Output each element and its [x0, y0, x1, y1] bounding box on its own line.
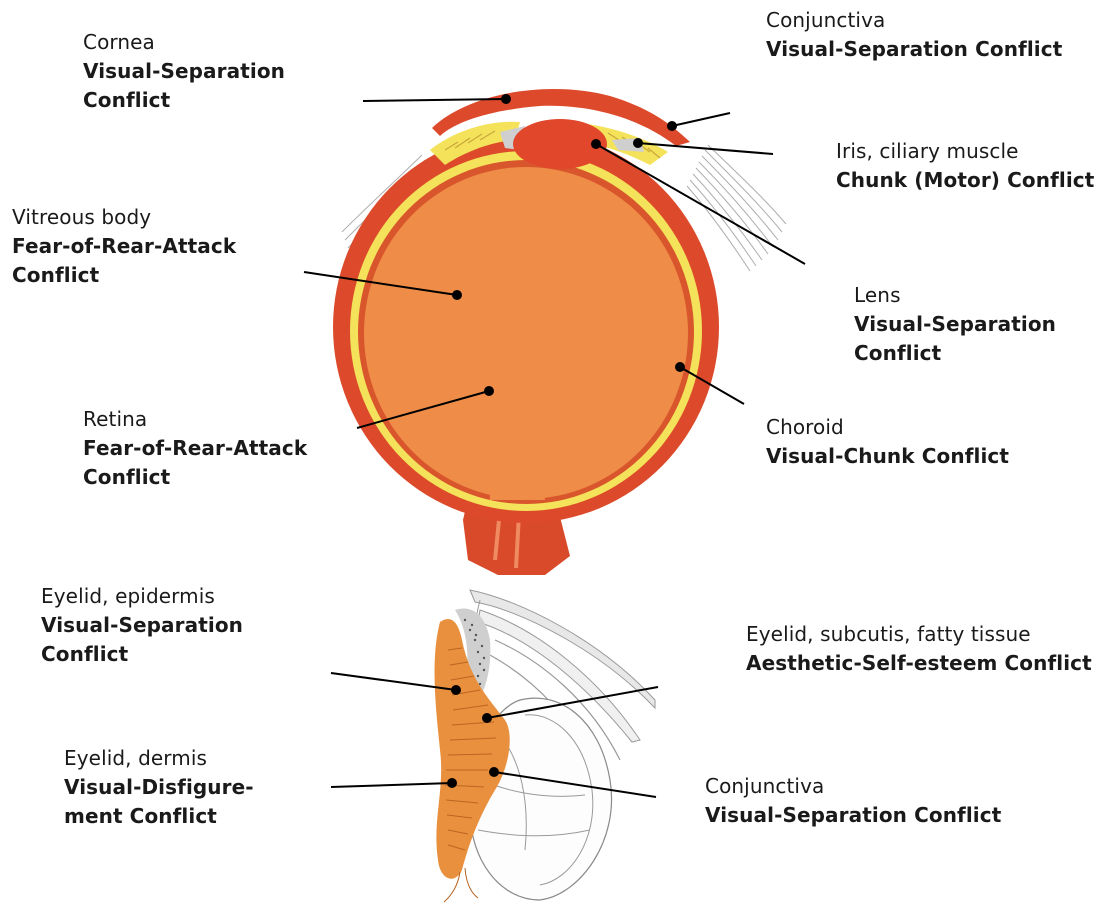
label-vitreous: Vitreous body Fear-of-Rear-Attack Confli…	[12, 203, 236, 290]
conflict-name: Visual-Separation Conflict	[766, 35, 1062, 64]
organ-name: Iris, ciliary muscle	[836, 137, 1094, 166]
organ-name: Eyelid, subcutis, fatty tissue	[746, 620, 1092, 649]
conflict-name: Conflict	[12, 261, 236, 290]
organ-name: Retina	[83, 405, 307, 434]
conflict-name: Fear-of-Rear-Attack	[83, 434, 307, 463]
leader-eyelid-dermis	[331, 783, 452, 787]
conflict-name: Conflict	[41, 640, 243, 669]
conflict-name: Visual-Separation	[41, 611, 243, 640]
conflict-name: Chunk (Motor) Conflict	[836, 166, 1094, 195]
organ-name: Eyelid, epidermis	[41, 582, 243, 611]
label-retina: Retina Fear-of-Rear-Attack Conflict	[83, 405, 307, 492]
conflict-name: Visual-Separation	[83, 57, 285, 86]
organ-name: Conjunctiva	[705, 772, 1001, 801]
label-eyelid-epidermis: Eyelid, epidermis Visual-Separation Conf…	[41, 582, 243, 669]
label-lens: Lens Visual-Separation Conflict	[854, 281, 1056, 368]
eyelid-cross-section	[435, 590, 655, 902]
label-choroid: Choroid Visual-Chunk Conflict	[766, 413, 1009, 471]
label-eyelid-dermis: Eyelid, dermis Visual-Disfigure- ment Co…	[64, 744, 254, 831]
label-eyelid-conjunctiva: Conjunctiva Visual-Separation Conflict	[705, 772, 1001, 830]
vitreous-body	[364, 167, 688, 499]
leader-conjunctiva-eye	[672, 113, 730, 126]
label-iris: Iris, ciliary muscle Chunk (Motor) Confl…	[836, 137, 1094, 195]
label-cornea: Cornea Visual-Separation Conflict	[83, 28, 285, 115]
conflict-name: Visual-Separation Conflict	[705, 801, 1001, 830]
conflict-name: Visual-Disfigure-	[64, 773, 254, 802]
organ-name: Conjunctiva	[766, 6, 1062, 35]
conflict-name: ment Conflict	[64, 802, 254, 831]
organ-name: Cornea	[83, 28, 285, 57]
conflict-name: Visual-Separation	[854, 310, 1056, 339]
label-eyelid-subcutis: Eyelid, subcutis, fatty tissue Aesthetic…	[746, 620, 1092, 678]
organ-name: Lens	[854, 281, 1056, 310]
eyeball-cross-section	[333, 89, 786, 575]
conflict-name: Fear-of-Rear-Attack	[12, 232, 236, 261]
conflict-name: Aesthetic-Self-esteem Conflict	[746, 649, 1092, 678]
conflict-name: Conflict	[83, 463, 307, 492]
conflict-name: Conflict	[83, 86, 285, 115]
organ-name: Eyelid, dermis	[64, 744, 254, 773]
conflict-name: Conflict	[854, 339, 1056, 368]
conflict-name: Visual-Chunk Conflict	[766, 442, 1009, 471]
label-conjunctiva-eye: Conjunctiva Visual-Separation Conflict	[766, 6, 1062, 64]
organ-name: Choroid	[766, 413, 1009, 442]
organ-name: Vitreous body	[12, 203, 236, 232]
